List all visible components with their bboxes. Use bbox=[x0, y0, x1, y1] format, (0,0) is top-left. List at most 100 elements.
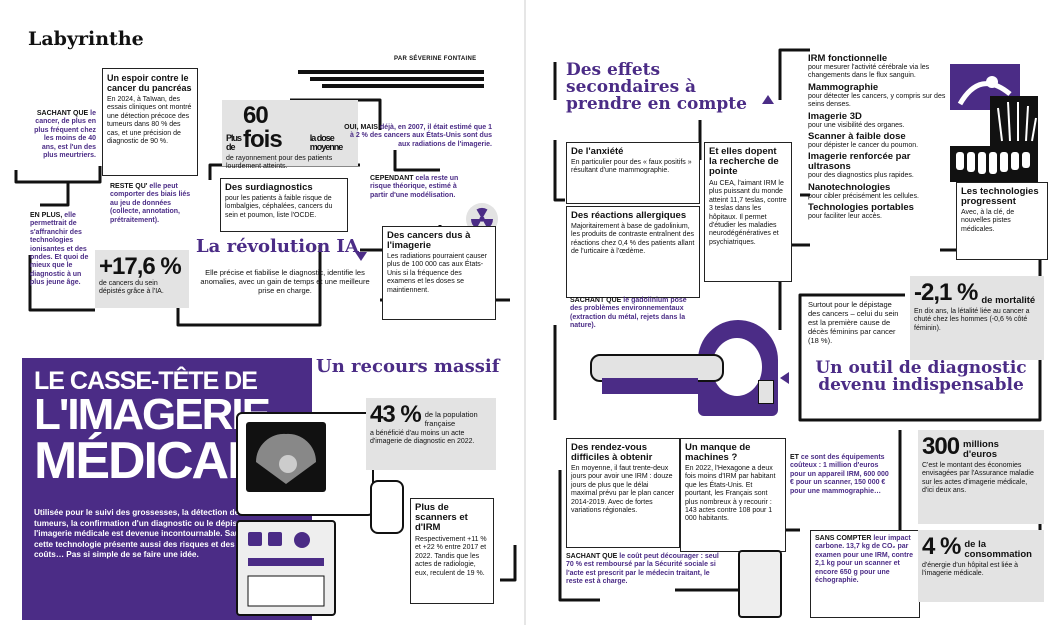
radiation-icon bbox=[466, 203, 498, 235]
reactions-body: Majoritairement à base de gadolinium, le… bbox=[571, 223, 695, 256]
plus60-pre: Plus de bbox=[226, 133, 242, 152]
mri-table-icon bbox=[602, 378, 698, 394]
couteux-lead: ET bbox=[790, 454, 799, 461]
stat176-body: de cancers du sein dépistés grâce à l'IA… bbox=[99, 280, 164, 296]
anxiete-body: En particulier pour des « faux positifs … bbox=[571, 159, 692, 175]
reste-body: elle peut comporter des biais liés au je… bbox=[110, 183, 191, 224]
reste-lead: RESTE QU' bbox=[110, 183, 148, 190]
ultrasound-console-icon bbox=[236, 520, 336, 616]
espoir-body: En 2024, à Taïwan, des essais cliniques … bbox=[107, 96, 192, 146]
cependant-body: cela reste un risque théorique, estimé à… bbox=[370, 175, 459, 199]
anxiete-box: De l'anxiété En particulier pour des « f… bbox=[566, 142, 700, 204]
reste-note: RESTE QU' elle peut comporter des biais … bbox=[110, 183, 196, 225]
enplus-note: EN PLUS, elle permettrait de s'affranchi… bbox=[30, 212, 94, 288]
tech-desc: pour cibler précisément les cellules. bbox=[808, 192, 919, 200]
sachant2-lead: SACHANT QUE bbox=[570, 297, 622, 304]
manque-box: Un manque de machines ? En 2022, l'Hexag… bbox=[680, 438, 786, 552]
cancers-title: Des cancers dus à l'imagerie bbox=[387, 230, 471, 251]
ouimais-note: OUI, MAIS déjà, en 2007, il était estimé… bbox=[342, 124, 492, 149]
rdv-body: En moyenne, il faut trente-deux jours po… bbox=[571, 465, 675, 515]
manque-body: En 2022, l'Hexagone a deux fois moins d'… bbox=[685, 465, 776, 523]
byline: PAR SÉVERINE FONTAINE bbox=[394, 56, 477, 62]
plus60-big: 60 fois bbox=[243, 102, 283, 153]
rdv-title: Des rendez-vous difficiles à obtenir bbox=[571, 442, 653, 463]
effets-title: Des effets secondaires à prendre en comp… bbox=[566, 60, 747, 114]
section-title: Labyrinthe bbox=[28, 28, 144, 50]
scanners-body: Respectivement +11 % et +22 % entre 2017… bbox=[415, 536, 487, 577]
sachant-gadolinium-note: SACHANT QUE le gadolinium pose des probl… bbox=[570, 297, 690, 331]
hero-body: Utilisée pour le suivi des grossesses, l… bbox=[34, 508, 260, 559]
tech-desc: pour une visibilité des organes. bbox=[808, 121, 905, 129]
enplus-lead: EN PLUS, bbox=[30, 212, 63, 219]
sachant2-body: le gadolinium pose des problèmes environ… bbox=[570, 297, 687, 330]
scanners-title: Plus de scanners et d'IRM bbox=[415, 502, 468, 533]
millions-label: millions d'euros bbox=[963, 439, 999, 460]
manque-title: Un manque de machines ? bbox=[685, 442, 751, 463]
tech-name: Technologies portables bbox=[808, 202, 914, 214]
tech-desc: pour faciliter leur accès. bbox=[808, 213, 882, 221]
plus60-box: Plus de 60 fois la dose moyenne de rayon… bbox=[222, 100, 358, 170]
plus60-post: la dose moyenne bbox=[309, 133, 344, 152]
anxiete-title: De l'anxiété bbox=[571, 146, 624, 157]
tech-desc: pour dépister le cancer du poumon. bbox=[808, 142, 919, 150]
reactions-title: Des réactions allergiques bbox=[571, 210, 687, 221]
sachant-lead: SACHANT QUE bbox=[36, 110, 89, 117]
plus60-body: de rayonnement pour des patients lourdem… bbox=[226, 155, 333, 171]
scanners-box: Plus de scanners et d'IRM Respectivement… bbox=[410, 498, 494, 604]
sachant-body: le cancer, de plus en plus fréquent chez… bbox=[34, 110, 96, 160]
sachant3-lead: SACHANT QUE bbox=[566, 553, 618, 560]
ultrasound-monitor-icon bbox=[236, 412, 374, 516]
mortalite-label: de mortalité bbox=[981, 295, 1036, 306]
progressent-title: Les technologies progressent bbox=[961, 186, 1039, 207]
cancers-box: Des cancers dus à l'imagerie Les radiati… bbox=[382, 226, 496, 320]
surtout-body: Surtout pour le dépistage des cancers – … bbox=[808, 300, 899, 345]
ouimais-lead: OUI, MAIS bbox=[344, 124, 378, 131]
mortalite-body: En dix ans, la létalité liée au cancer a… bbox=[914, 308, 1030, 332]
tech-name: Scanner à faible dose bbox=[808, 131, 906, 143]
enplus-body: elle permettrait de s'affranchir des tec… bbox=[30, 212, 89, 287]
cancers-body: Les radiations pourraient causer plus de… bbox=[387, 253, 488, 294]
recherche-body: Au CEA, l'aimant IRM le plus puissant du… bbox=[709, 180, 787, 246]
tech-name: Imagerie renforcée par ultrasons bbox=[808, 151, 911, 173]
millions-big: 300 bbox=[922, 433, 960, 460]
tech-desc: pour mesurer l'activité cérébrale via le… bbox=[808, 64, 930, 80]
ouimais-body: déjà, en 2007, il était estimé que 1 à 2… bbox=[350, 124, 492, 148]
sanscompter-lead: SANS COMPTER bbox=[815, 535, 872, 542]
mortalite-big: -2,1 % bbox=[914, 279, 978, 306]
sachant-cancer-note: SACHANT QUE le cancer, de plus en plus f… bbox=[30, 110, 96, 160]
rdv-box: Des rendez-vous difficiles à obtenir En … bbox=[566, 438, 680, 548]
consommation-label: de la consommation bbox=[964, 539, 1032, 560]
tech-desc: pour des diagnostics plus rapides. bbox=[808, 172, 914, 180]
tech-name: Mammographie bbox=[808, 81, 879, 93]
progressent-body: Avec, à la clé, de nouvelles pistes médi… bbox=[961, 209, 1015, 233]
revolution-title: La révolution IA bbox=[196, 236, 359, 257]
espoir-title: Un espoir contre le cancer du pancréas bbox=[107, 73, 192, 93]
progressent-box: Les technologies progressent Avec, à la … bbox=[956, 182, 1048, 260]
tech-name: Imagerie 3D bbox=[808, 110, 862, 122]
stat43-box: 43 % de la population française a bénéfi… bbox=[366, 398, 496, 470]
outil-title: Un outil de diagnostic devenu indispensa… bbox=[815, 358, 1027, 395]
stat43-label: de la population française bbox=[424, 410, 478, 428]
tech-name: Nanotechnologies bbox=[808, 181, 891, 193]
surdiag-body: pour les patients à faible risque de lom… bbox=[225, 195, 333, 219]
sanscompter-body: leur impact carbone. 13,7 kg de CO₂ par … bbox=[815, 535, 914, 585]
surdiag-title: Des surdiagnostics bbox=[225, 182, 313, 193]
millions-body: C'est le montant des économies envisagée… bbox=[922, 462, 1034, 495]
recherche-title: Et elles dopent la recherche de pointe bbox=[709, 146, 779, 177]
tech-desc: pour détecter les cancers, y compris sur… bbox=[808, 92, 946, 109]
espoir-box: Un espoir contre le cancer du pancréas E… bbox=[102, 68, 198, 176]
mammography-icon bbox=[738, 550, 782, 618]
recours-title: Un recours massif bbox=[316, 356, 500, 377]
stat43-body: a bénéficié d'au moins un acte d'imageri… bbox=[370, 430, 475, 446]
mortalite-box: -2,1 % de mortalité En dix ans, la létal… bbox=[910, 276, 1044, 360]
cependant-lead: CEPENDANT bbox=[370, 175, 414, 182]
couteux-note: ET ce sont des équipements coûteux : 1 m… bbox=[790, 454, 890, 496]
millions-box: 300 millions d'euros C'est le montant de… bbox=[918, 430, 1044, 524]
reactions-box: Des réactions allergiques Majoritairemen… bbox=[566, 206, 700, 298]
